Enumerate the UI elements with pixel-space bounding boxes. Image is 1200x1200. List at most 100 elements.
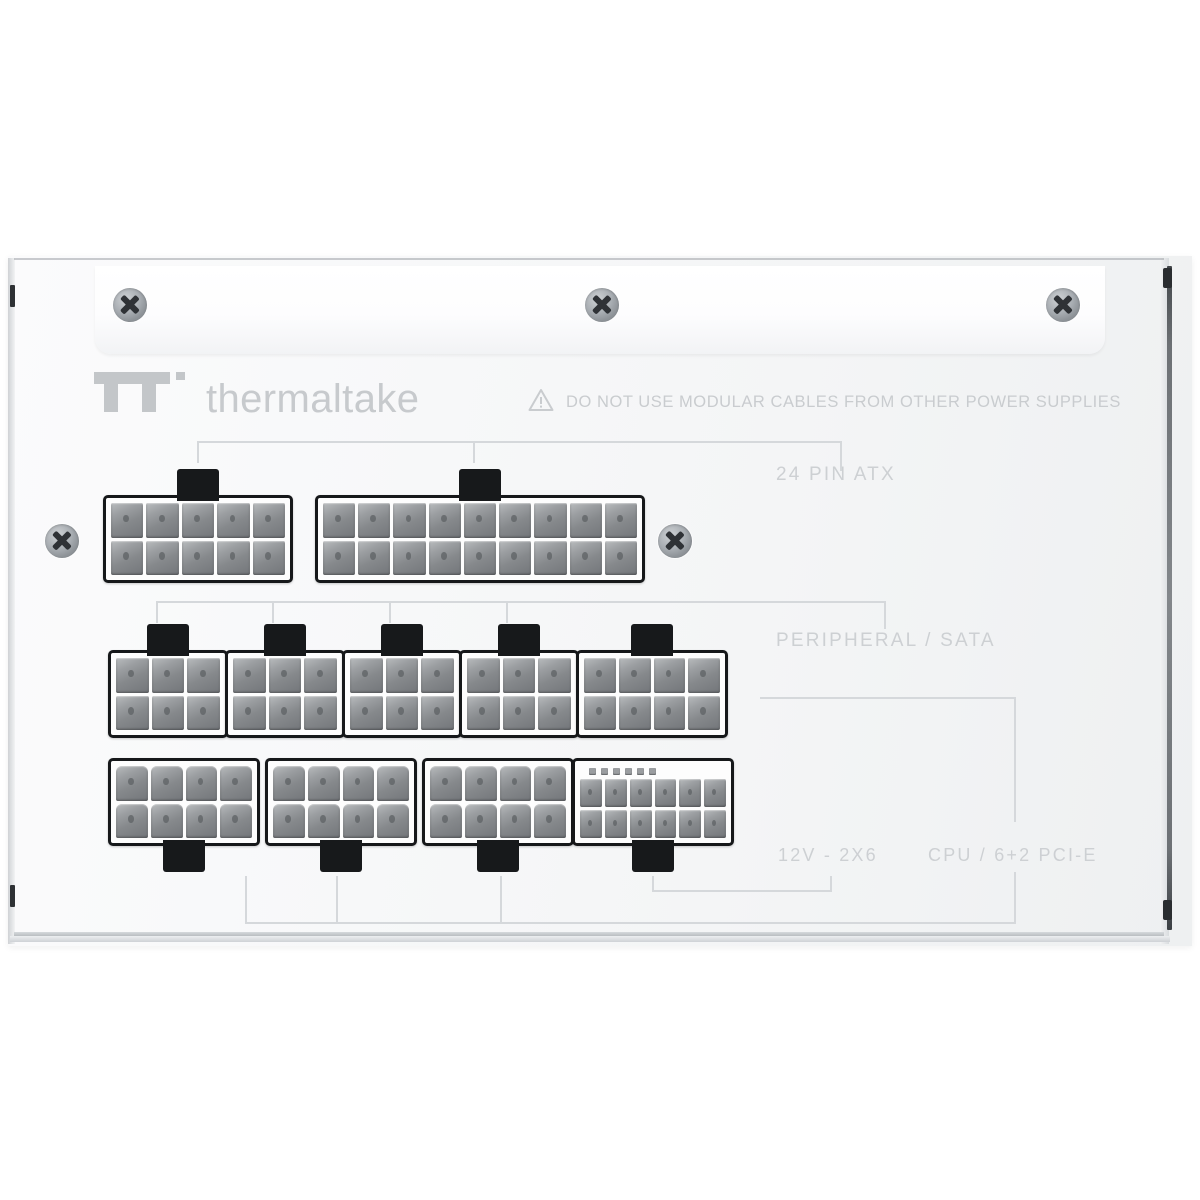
pin xyxy=(580,779,602,807)
connector-keying-tab xyxy=(498,624,540,656)
chassis-bottom-lip xyxy=(10,936,1170,942)
pin xyxy=(463,540,497,575)
label-cpu-pcie: CPU / 6+2 PCI-E xyxy=(928,845,1098,865)
pin xyxy=(151,658,185,693)
pin xyxy=(187,658,220,693)
pin xyxy=(538,695,571,730)
connector-keying-tab xyxy=(320,840,362,872)
connector-periph-1[interactable] xyxy=(108,650,228,738)
pin-grid xyxy=(106,498,290,580)
pin xyxy=(393,540,426,575)
phillips-cross xyxy=(119,294,141,316)
chassis-bottom-highlight xyxy=(14,932,1164,936)
pin xyxy=(421,695,454,730)
connector-keying-tab xyxy=(631,624,673,656)
pin-grid xyxy=(462,653,576,735)
connector-keying-tab xyxy=(177,469,219,501)
pin xyxy=(428,540,461,575)
connector-keying-tab xyxy=(381,624,423,656)
pin xyxy=(580,810,602,838)
pin-grid xyxy=(575,761,731,843)
connector-periph-5[interactable] xyxy=(576,650,728,738)
chassis-top-highlight xyxy=(14,258,1164,260)
pin xyxy=(464,803,497,838)
connector-periph-4[interactable] xyxy=(459,650,579,738)
pin xyxy=(350,695,383,730)
pin-grid xyxy=(268,761,414,843)
pin xyxy=(342,803,375,838)
pin xyxy=(385,658,419,693)
pin xyxy=(304,695,337,730)
connector-atx-10pin[interactable] xyxy=(103,495,293,583)
chassis-left-clip-top xyxy=(10,285,15,307)
pin xyxy=(704,779,726,807)
pin xyxy=(534,540,567,575)
screw-mid-left-icon xyxy=(45,524,79,558)
label-peripheral-sata: PERIPHERAL / SATA xyxy=(776,630,996,651)
pin xyxy=(116,766,148,801)
pin xyxy=(499,766,532,801)
chassis-left-clip-bottom xyxy=(10,885,15,907)
connector-periph-2[interactable] xyxy=(225,650,345,738)
connector-keying-tab xyxy=(147,624,189,656)
pin xyxy=(584,695,616,730)
pin xyxy=(217,540,250,575)
pin xyxy=(467,658,500,693)
pin xyxy=(252,503,285,538)
pin xyxy=(150,803,183,838)
pin xyxy=(618,658,651,693)
pin-grid xyxy=(228,653,342,735)
connector-keying-tab xyxy=(477,840,519,872)
pin xyxy=(151,695,185,730)
pin xyxy=(467,695,500,730)
pin xyxy=(377,803,409,838)
pin-grid xyxy=(111,761,257,843)
pin xyxy=(654,779,677,807)
sense-pin-strip xyxy=(589,768,656,775)
screw-top-center-icon xyxy=(585,288,619,322)
connector-cpu-pcie-1[interactable] xyxy=(108,758,260,846)
warning-text: DO NOT USE MODULAR CABLES FROM OTHER POW… xyxy=(566,393,1121,411)
pin xyxy=(464,766,497,801)
chassis-left-edge xyxy=(8,258,15,944)
thermaltake-logo-icon xyxy=(92,370,192,419)
pin-grid xyxy=(579,653,725,735)
chassis-right-strip xyxy=(1167,266,1172,930)
pin xyxy=(604,503,637,538)
screw-mid-center-icon xyxy=(658,524,692,558)
pin xyxy=(304,658,337,693)
pin xyxy=(534,503,567,538)
screw-top-left-icon xyxy=(113,288,147,322)
pin xyxy=(146,540,179,575)
chassis-right-clip-top xyxy=(1163,268,1172,288)
pin xyxy=(629,779,652,807)
pin xyxy=(358,503,391,538)
pin xyxy=(604,540,637,575)
pin xyxy=(688,695,720,730)
pin xyxy=(273,803,305,838)
chassis-right-edge xyxy=(1160,258,1169,944)
pin xyxy=(704,810,726,838)
connector-cpu-pcie-3[interactable] xyxy=(422,758,574,846)
label-12v-2x6: 12V - 2X6 xyxy=(778,845,878,865)
connector-keying-tab xyxy=(264,624,306,656)
pin xyxy=(463,503,497,538)
pin-grid xyxy=(318,498,642,580)
connector-keying-tab xyxy=(163,840,205,872)
pin xyxy=(502,658,536,693)
pin xyxy=(430,766,462,801)
pin xyxy=(584,658,616,693)
warning-notice: DO NOT USE MODULAR CABLES FROM OTHER POW… xyxy=(528,388,1121,417)
pin xyxy=(604,779,627,807)
label-24-pin-atx: 24 PIN ATX xyxy=(776,464,896,485)
pin xyxy=(307,766,340,801)
connector-periph-3[interactable] xyxy=(342,650,462,738)
pin xyxy=(185,766,218,801)
pin xyxy=(358,540,391,575)
connector-cpu-pcie-2[interactable] xyxy=(265,758,417,846)
connector-atx-18pin[interactable] xyxy=(315,495,645,583)
pin xyxy=(629,810,652,838)
connector-12v-2x6[interactable] xyxy=(572,758,734,846)
phillips-cross xyxy=(664,530,686,552)
pin xyxy=(273,766,305,801)
